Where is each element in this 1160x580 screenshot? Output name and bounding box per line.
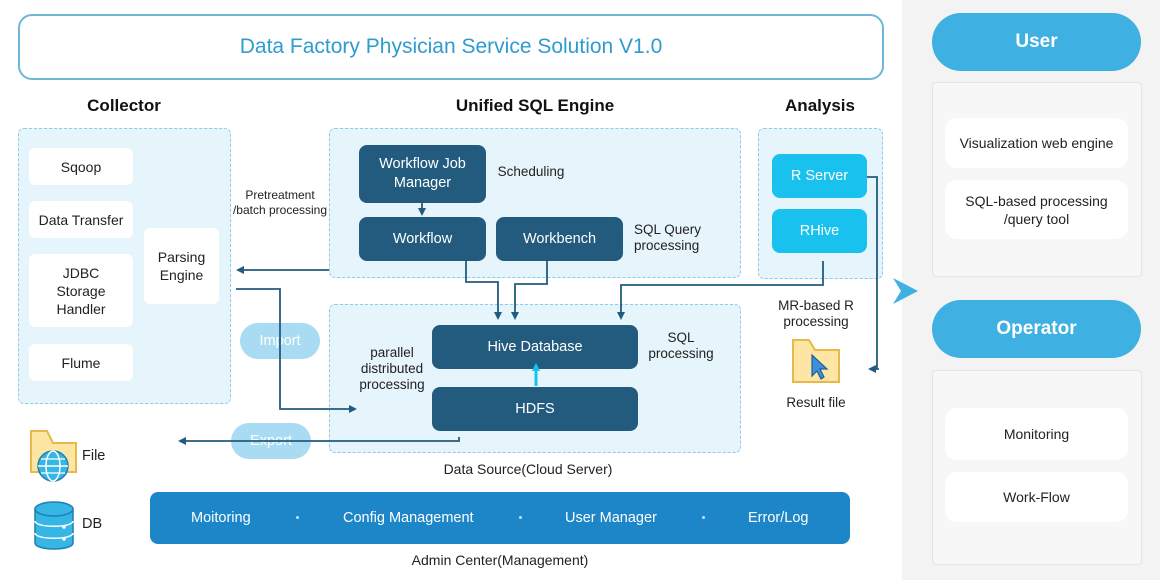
collector-item-sqoop: Sqoop — [29, 148, 133, 185]
pretreatment-label: Pretreatment /batch processing — [232, 188, 328, 217]
admin-item-config: Config Management — [343, 510, 474, 526]
database-icon — [34, 501, 74, 550]
user-box — [932, 82, 1142, 277]
result-file-label: Result file — [786, 395, 846, 410]
operator-box — [932, 370, 1142, 565]
admin-item-error-log: Error/Log — [748, 510, 809, 526]
arrow-workbench-to-hive — [511, 261, 548, 320]
workflow-job-manager-box: Workflow Job Manager — [359, 145, 486, 203]
sql-processing-label: SQL processing — [648, 330, 714, 361]
db-label: DB — [82, 516, 103, 532]
sql-engine-title: Unified SQL Engine — [455, 96, 615, 115]
sql-query-processing-label: SQL Query processing — [634, 222, 702, 253]
arrow-export-to-file — [178, 437, 460, 445]
collector-item-data-transfer: Data Transfer — [29, 201, 133, 238]
hive-database-box: Hive Database — [432, 325, 638, 369]
hdfs-box: HDFS — [432, 387, 638, 431]
analysis-title: Analysis — [785, 96, 855, 115]
arrow-workflow-to-hive — [465, 261, 502, 320]
separator-dot — [296, 516, 299, 519]
operator-item-monitoring: Monitoring — [945, 408, 1128, 460]
scheduling-label: Scheduling — [497, 164, 565, 179]
data-source-caption: Data Source(Cloud Server) — [443, 461, 613, 477]
parsing-engine-box: Parsing Engine — [144, 228, 219, 304]
admin-item-user-manager: User Manager — [565, 510, 657, 526]
arrow-rserver-to-result-file — [867, 176, 879, 373]
file-globe-icon — [30, 430, 77, 482]
user-item-sql-tool: SQL-based processing /query tool — [945, 180, 1128, 239]
arrow-import-to-data-source — [236, 288, 357, 413]
mr-based-label: MR-based R processing — [778, 298, 854, 329]
admin-center-caption: Admin Center(Management) — [411, 552, 589, 568]
separator-dot — [519, 516, 522, 519]
rhive-box: RHive — [772, 209, 867, 253]
admin-center-bar: Moitoring Config Management User Manager… — [150, 492, 850, 544]
diagram-title-box: Data Factory Physician Service Solution … — [18, 14, 884, 80]
collector-item-jdbc: JDBC Storage Handler — [29, 254, 133, 327]
workbench-box: Workbench — [496, 217, 623, 261]
user-header: User — [932, 13, 1141, 71]
workflow-box: Workflow — [359, 217, 486, 261]
diagram-title: Data Factory Physician Service Solution … — [239, 35, 663, 58]
parallel-processing-label: parallel distributed processing — [359, 345, 425, 392]
separator-dot — [702, 516, 705, 519]
user-item-visualization: Visualization web engine — [945, 118, 1128, 168]
arrow-rhive-to-hive — [617, 261, 824, 320]
collector-title: Collector — [87, 96, 161, 115]
operator-header: Operator — [932, 300, 1141, 358]
result-file-folder-icon — [792, 339, 840, 383]
collector-item-flume: Flume — [29, 344, 133, 381]
r-server-box: R Server — [772, 154, 867, 198]
operator-item-workflow: Work-Flow — [945, 472, 1128, 522]
analysis-panel — [758, 128, 883, 279]
right-arrow-icon — [893, 278, 918, 304]
file-label: File — [82, 448, 106, 464]
admin-item-monitoring: Moitoring — [191, 510, 251, 526]
